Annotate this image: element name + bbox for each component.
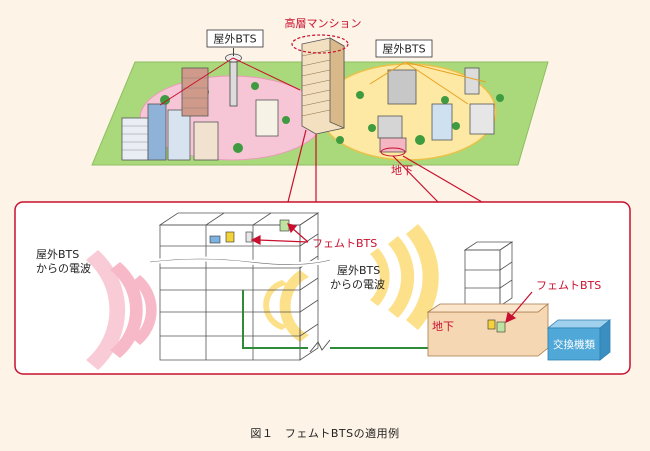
exchange-equipment — [546, 319, 612, 361]
outdoor-bts-right-label: 屋外BTS — [382, 43, 425, 56]
underground-floor-top — [426, 303, 550, 313]
femto-devices-building — [209, 219, 290, 244]
pc-icon — [209, 235, 221, 244]
mansion-highlight-ring — [291, 34, 349, 54]
underground-top-label: 地下 — [391, 164, 413, 177]
tall-mansion-label: 高層マンション — [285, 16, 362, 30]
main-building-wireframe — [158, 212, 320, 361]
wave-mid-line1: 屋外BTS — [337, 264, 380, 277]
figure-caption: 図１ フェムトBTSの適用例 — [250, 427, 400, 440]
wave-mid-line2: からの電波 — [330, 278, 385, 291]
zoom-connector-lines — [287, 129, 483, 203]
underground-building-wireframe — [463, 241, 514, 307]
yellow-radio-waves — [263, 224, 439, 342]
femto-left-label: フェムトBTS — [312, 237, 377, 250]
aerial-map: 屋外BTS 屋外BTS 高層マンション 地下 — [91, 16, 549, 177]
router-underground-icon — [496, 321, 506, 333]
left-buildings — [121, 67, 279, 161]
outdoor-bts-right-box — [375, 39, 433, 58]
pink-radio-waves — [86, 250, 157, 370]
outdoor-bts-left-label: 屋外BTS — [213, 33, 256, 46]
wave-left-line2: からの電波 — [36, 262, 91, 275]
femto-right-arrow — [505, 291, 533, 324]
femto-bts-underground-icon — [487, 319, 496, 330]
router-icon — [245, 231, 253, 243]
underground-bottom-label: 地下 — [432, 320, 454, 333]
femto-left-arrows — [250, 223, 309, 245]
wire-break-mark — [309, 339, 331, 353]
outdoor-bts-left-box — [206, 29, 264, 48]
femto-bts-icon — [225, 231, 235, 243]
femto-bts-upper-icon — [279, 219, 290, 232]
tall-mansion-building — [301, 37, 345, 135]
wave-left-line1: 屋外BTS — [36, 248, 79, 261]
exchange-label: 交換機類 — [553, 338, 595, 351]
green-wire-building — [242, 290, 308, 349]
building-break-line — [149, 258, 331, 265]
femto-right-label: フェムトBTS — [536, 279, 601, 292]
radio-links — [159, 57, 487, 106]
